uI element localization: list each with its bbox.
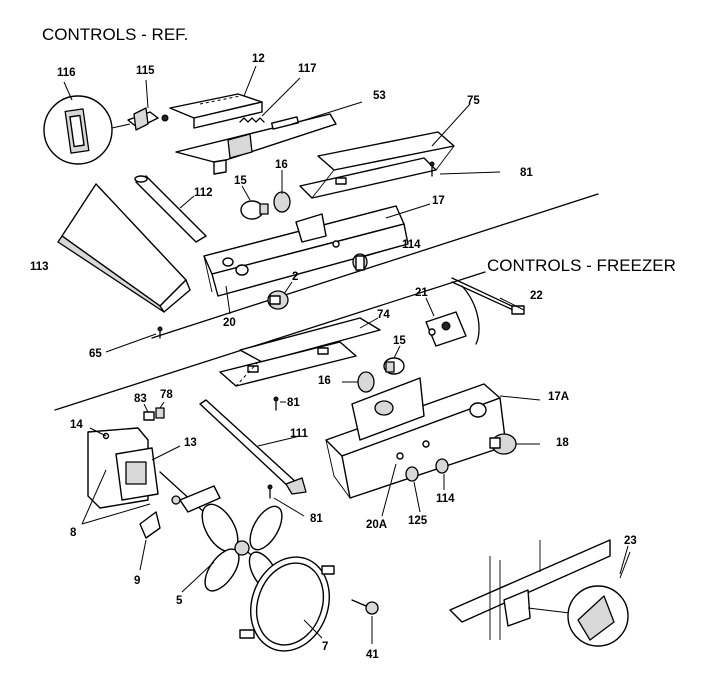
screw-41 xyxy=(351,599,379,615)
screw-65 xyxy=(157,326,163,339)
title-controls-freezer: CONTROLS - FREEZER xyxy=(487,256,676,275)
label-15-freezer: 15 xyxy=(393,335,406,347)
switch-114-freezer xyxy=(435,458,449,474)
light-bulb-15 xyxy=(240,200,269,220)
label-78: 78 xyxy=(160,389,173,401)
fan-blade-5 xyxy=(201,503,283,593)
section-divider-lower xyxy=(54,271,486,411)
label-20a: 20A xyxy=(366,519,387,531)
screw-81-top xyxy=(429,161,435,177)
label-9: 9 xyxy=(134,575,140,587)
tube-112 xyxy=(134,175,207,243)
label-22: 22 xyxy=(530,290,543,302)
thermostat-21 xyxy=(425,311,467,347)
label-20: 20 xyxy=(223,317,236,329)
spring-117 xyxy=(239,117,265,123)
label-114-ref: 114 xyxy=(402,239,421,251)
label-74: 74 xyxy=(377,309,390,321)
socket-16-freezer xyxy=(357,371,375,393)
label-111: 111 xyxy=(290,428,309,440)
label-125: 125 xyxy=(408,515,428,527)
detail-circle-116 xyxy=(43,95,131,165)
label-81-top: 81 xyxy=(520,167,533,179)
label-8: 8 xyxy=(70,527,77,539)
switch-114-top xyxy=(352,253,368,271)
housing-12 xyxy=(169,93,263,129)
label-75: 75 xyxy=(467,95,480,107)
label-16-freezer: 16 xyxy=(318,375,331,387)
clip-83 xyxy=(143,411,155,421)
shield-113 xyxy=(57,183,191,313)
label-18: 18 xyxy=(556,437,569,449)
label-113: 113 xyxy=(30,261,49,273)
label-15-ref: 15 xyxy=(234,175,247,187)
label-112: 112 xyxy=(194,187,213,199)
label-14: 14 xyxy=(70,419,83,431)
label-5: 5 xyxy=(176,595,183,607)
label-115: 115 xyxy=(136,65,155,77)
label-13: 13 xyxy=(184,437,197,449)
label-83: 83 xyxy=(134,393,147,405)
title-controls-ref: CONTROLS - REF. xyxy=(42,25,188,44)
bracket-115 xyxy=(127,107,169,131)
spring-78 xyxy=(155,407,165,419)
fan-motor-13 xyxy=(115,447,251,555)
section-divider-upper xyxy=(151,193,599,339)
label-65: 65 xyxy=(89,348,102,360)
leader-lines xyxy=(63,65,629,644)
label-41: 41 xyxy=(366,649,379,661)
bracket-75 xyxy=(299,131,455,199)
detail-circle-23 xyxy=(567,551,631,647)
label-16-ref: 16 xyxy=(275,159,288,171)
label-53: 53 xyxy=(373,90,386,102)
screw-81-mid xyxy=(273,396,279,411)
label-7: 7 xyxy=(322,641,328,653)
label-81-mid: 81 xyxy=(287,397,300,409)
switch-125 xyxy=(405,466,419,482)
mount-9 xyxy=(139,485,221,539)
grommet-8 xyxy=(171,495,181,505)
label-17a: 17A xyxy=(548,391,569,403)
label-114-freezer: 114 xyxy=(436,493,455,505)
label-81-low: 81 xyxy=(310,513,323,525)
damper-111 xyxy=(199,399,307,495)
label-2: 2 xyxy=(292,271,298,283)
knob-2 xyxy=(267,290,289,310)
cover-53 xyxy=(175,113,337,175)
label-23: 23 xyxy=(624,535,637,547)
socket-16 xyxy=(273,191,291,213)
label-12: 12 xyxy=(252,53,265,65)
fan-shroud-7 xyxy=(239,556,335,652)
label-116: 116 xyxy=(57,67,76,79)
screw-81-low xyxy=(267,484,273,499)
bracket-74 xyxy=(219,317,381,387)
label-21: 21 xyxy=(415,287,428,299)
label-17: 17 xyxy=(432,195,445,207)
control-housing-17 xyxy=(203,205,409,297)
control-housing-17a xyxy=(325,377,507,499)
label-117: 117 xyxy=(298,63,317,75)
light-bulb-15-freezer xyxy=(383,357,405,375)
